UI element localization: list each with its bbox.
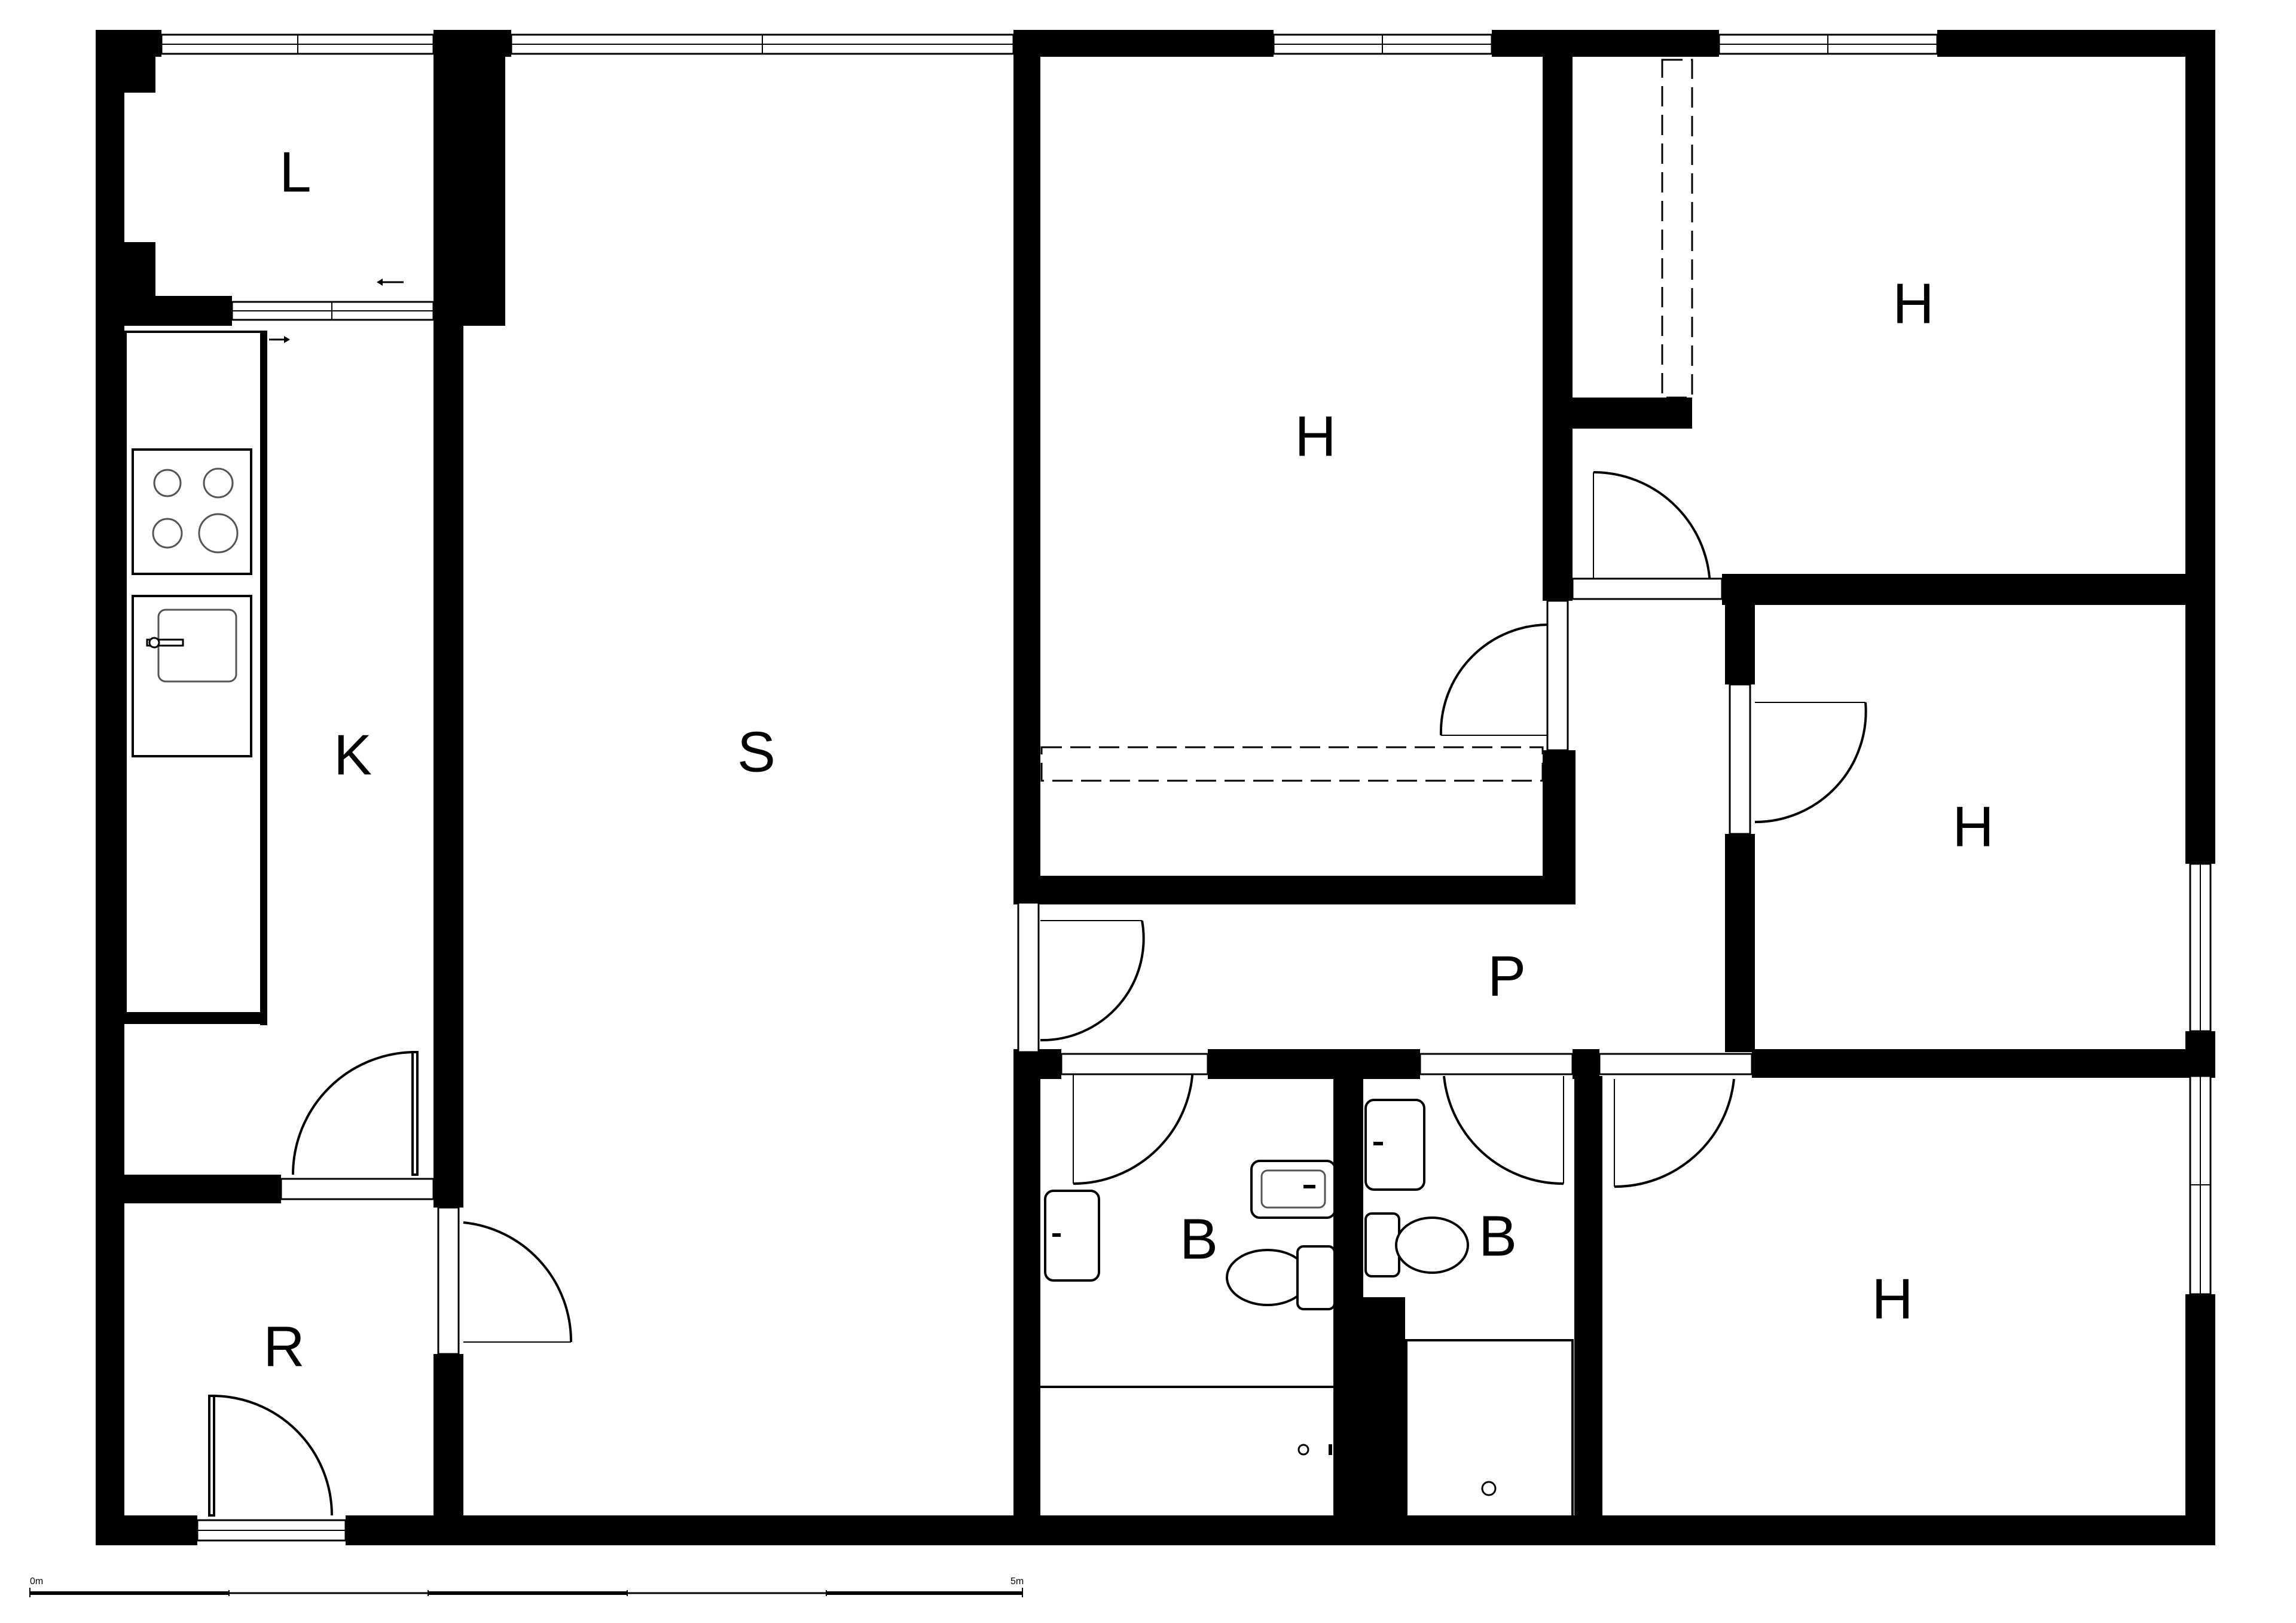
window-l-top	[160, 33, 435, 55]
bidet-icon	[1250, 1160, 1336, 1219]
scale-start-label: 0m	[30, 1576, 43, 1587]
door-s	[437, 1206, 573, 1355]
room-label-h3: H	[1952, 794, 1993, 858]
slide-arrow-icon	[269, 279, 404, 343]
bath-sink-icon	[1044, 1190, 1100, 1282]
bathtub-icon	[1038, 1386, 1372, 1523]
room-label-h2: H	[1892, 271, 1934, 335]
toilet-icon	[1226, 1245, 1336, 1310]
window-r-bottom	[196, 1519, 347, 1542]
room-label-s: S	[737, 720, 775, 784]
door-k	[280, 1051, 435, 1200]
window-h4-right	[2189, 1075, 2212, 1295]
door-b2	[1419, 1053, 1574, 1185]
doors	[208, 471, 1867, 1517]
scale-bar: 0m 5m	[29, 1576, 1024, 1597]
door-h4	[1598, 1053, 1753, 1188]
room-label-k: K	[334, 723, 372, 787]
window-h1-top	[1272, 33, 1493, 55]
window-h2-top	[1718, 33, 1938, 55]
door-b1	[1060, 1053, 1209, 1185]
door-h2	[1571, 471, 1723, 600]
room-label-r: R	[263, 1315, 304, 1379]
walls	[96, 30, 2215, 1545]
room-label-p: P	[1488, 944, 1526, 1008]
room-label-b1: B	[1180, 1207, 1218, 1271]
stove-icon	[132, 448, 252, 575]
sliding-door-l-k	[231, 301, 435, 321]
toilet2-icon	[1364, 1212, 1469, 1277]
bath2-sink-icon	[1364, 1099, 1425, 1191]
room-label-l: L	[279, 140, 311, 204]
scale-end-label: 5m	[1010, 1576, 1024, 1587]
windows	[160, 33, 2212, 1542]
room-label-h1: H	[1294, 404, 1336, 468]
door-r	[208, 1395, 333, 1517]
room-labels: L S H H K H P B B R H	[263, 140, 1993, 1379]
door-h1	[1439, 600, 1569, 751]
window-s-top	[510, 33, 1015, 55]
door-h3	[1729, 683, 1867, 835]
room-label-b2: B	[1479, 1204, 1517, 1268]
kitchen-sink-icon	[132, 595, 252, 757]
shower-tray-icon	[1405, 1339, 1574, 1524]
window-h3-right	[2189, 863, 2212, 1032]
room-label-h4: H	[1871, 1267, 1913, 1331]
door-p-s	[1017, 901, 1145, 1053]
